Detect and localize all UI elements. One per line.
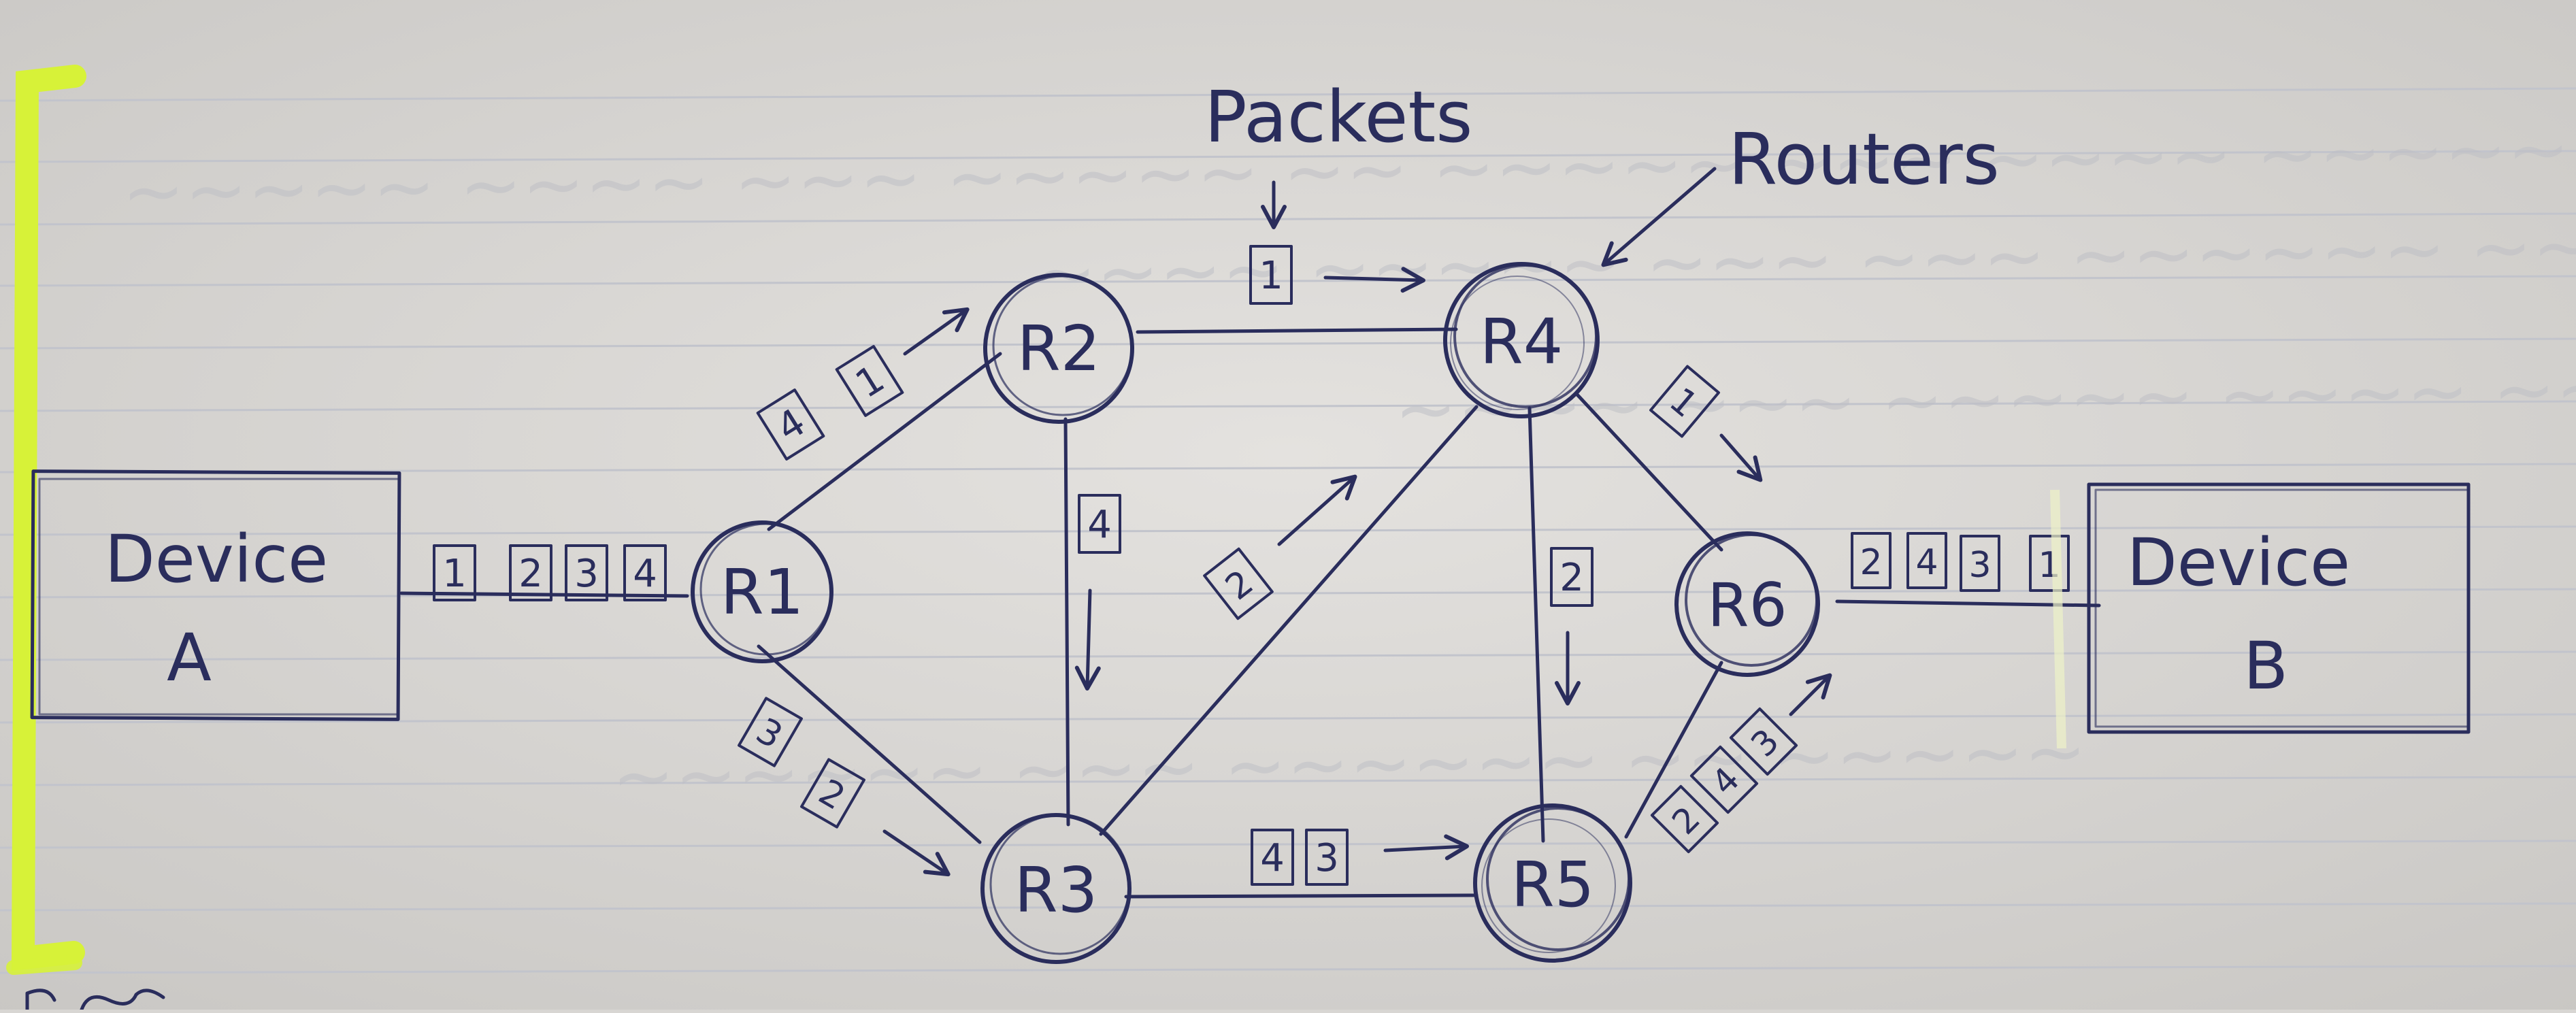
router-r3-label: R3 bbox=[1014, 854, 1097, 927]
packet-number: 4 bbox=[1915, 542, 1938, 583]
arrow-icon bbox=[1789, 673, 1832, 716]
packet-box: 4 bbox=[1251, 829, 1294, 886]
router-r1: R1 bbox=[691, 520, 833, 663]
router-r6: R6 bbox=[1674, 531, 1820, 677]
highlighter-smudge bbox=[2050, 489, 2066, 749]
device-a-box: Device A bbox=[30, 469, 401, 721]
link-r2-r3 bbox=[1063, 417, 1070, 827]
packet-box: 2 bbox=[1851, 532, 1892, 589]
packet-box: 4 bbox=[1906, 532, 1947, 589]
packet-number: 2 bbox=[518, 552, 543, 596]
packet-box: 3 bbox=[1729, 707, 1798, 776]
link-r2-r4 bbox=[1136, 327, 1458, 334]
router-r5: R5 bbox=[1473, 803, 1632, 963]
packet-number: 1 bbox=[1259, 254, 1283, 298]
device-a-label: Device bbox=[105, 521, 328, 597]
packet-number: 3 bbox=[574, 552, 599, 596]
packet-box: 2 bbox=[509, 544, 552, 601]
router-r1-label: R1 bbox=[721, 556, 804, 629]
packet-number: 2 bbox=[1559, 556, 1584, 600]
packet-number: 4 bbox=[1087, 503, 1112, 547]
packet-number: 4 bbox=[633, 552, 657, 596]
packet-number: 4 bbox=[1260, 836, 1285, 880]
packets-r2-r4: 1 bbox=[1249, 245, 1425, 305]
packet-box: 3 bbox=[1960, 535, 2000, 592]
packets-r4-r5: 2 bbox=[1550, 547, 1594, 705]
router-r5-label: R5 bbox=[1511, 848, 1594, 921]
packets-r2-r3: 4 bbox=[1074, 494, 1121, 691]
packet-number: 1 bbox=[442, 552, 467, 596]
ruled-lines bbox=[0, 87, 2576, 974]
annotation-routers: Routers bbox=[1601, 118, 2000, 267]
packet-box: 3 bbox=[565, 544, 608, 601]
link-r3-r4 bbox=[1099, 405, 1479, 836]
link-r5-r6 bbox=[1624, 661, 1723, 839]
packet-box: 1 bbox=[1249, 245, 1293, 305]
highlighter-bracket bbox=[6, 65, 86, 975]
packet-queue-device-a: 1 2 3 4 bbox=[433, 544, 667, 601]
router-r4: R4 bbox=[1443, 262, 1600, 418]
router-r4-label: R4 bbox=[1480, 305, 1563, 378]
link-deviceA-r1 bbox=[399, 591, 689, 598]
packet-box: 1 bbox=[433, 544, 476, 601]
packets-r3-r5: 4 3 bbox=[1251, 829, 1469, 886]
packet-number: 3 bbox=[1315, 836, 1339, 880]
device-b-box: Device B bbox=[2087, 482, 2471, 734]
packet-number: 2 bbox=[1860, 542, 1882, 583]
arrow-icon bbox=[1719, 433, 1763, 482]
link-r1-r2 bbox=[767, 352, 1002, 531]
link-r3-r5 bbox=[1124, 893, 1479, 899]
link-r1-r3 bbox=[757, 644, 982, 844]
packet-queue-device-b: 2 4 3 1 bbox=[1851, 532, 2070, 592]
arrow-icon bbox=[1601, 167, 1717, 267]
packets-annotation-label: Packets bbox=[1204, 76, 1472, 159]
link-r4-r5 bbox=[1528, 406, 1545, 843]
network-links bbox=[399, 327, 2101, 899]
router-r2: R2 bbox=[983, 273, 1134, 424]
device-b-label: Device bbox=[2127, 525, 2350, 601]
arrow-icon bbox=[1074, 588, 1101, 691]
packet-number: 3 bbox=[1968, 545, 1991, 586]
device-b-letter: B bbox=[2243, 628, 2288, 704]
arrow-icon bbox=[1323, 267, 1425, 293]
link-r4-r6 bbox=[1575, 393, 1723, 552]
router-r2-label: R2 bbox=[1017, 312, 1100, 385]
routers-annotation-label: Routers bbox=[1728, 118, 2000, 201]
router-r3: R3 bbox=[980, 813, 1132, 964]
packet-box: 2 bbox=[1550, 547, 1594, 607]
router-r6-label: R6 bbox=[1707, 570, 1787, 640]
arrow-icon bbox=[903, 307, 970, 356]
packet-box: 3 bbox=[1305, 829, 1349, 886]
cutoff-handwriting bbox=[25, 989, 165, 1012]
device-a-letter: A bbox=[167, 620, 212, 696]
annotation-packets: Packets bbox=[1204, 76, 1472, 229]
arrow-icon bbox=[1277, 474, 1357, 546]
arrow-icon bbox=[882, 829, 951, 877]
packet-box: 4 bbox=[623, 544, 667, 601]
packet-box: 4 bbox=[1078, 494, 1121, 554]
arrow-icon bbox=[1383, 834, 1469, 861]
